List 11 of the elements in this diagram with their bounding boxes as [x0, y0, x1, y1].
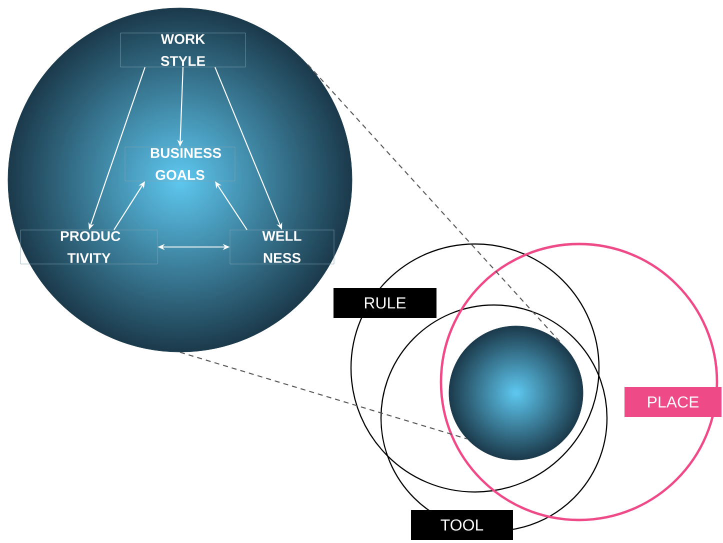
- label-tag: PLACE: [624, 387, 722, 417]
- text-box: BUSINESS GOALS: [124, 146, 236, 182]
- sphere: [8, 8, 352, 352]
- zoom-line: [308, 64, 562, 344]
- label-tag: TOOL: [411, 510, 513, 540]
- label-tag: RULE: [334, 288, 436, 318]
- zoom-line: [180, 352, 467, 440]
- sphere: [448, 326, 584, 460]
- text-box: WELL NESS: [230, 230, 334, 264]
- text-box: PRODUC TIVITY: [20, 230, 158, 264]
- text-box: WORK STYLE: [120, 32, 246, 68]
